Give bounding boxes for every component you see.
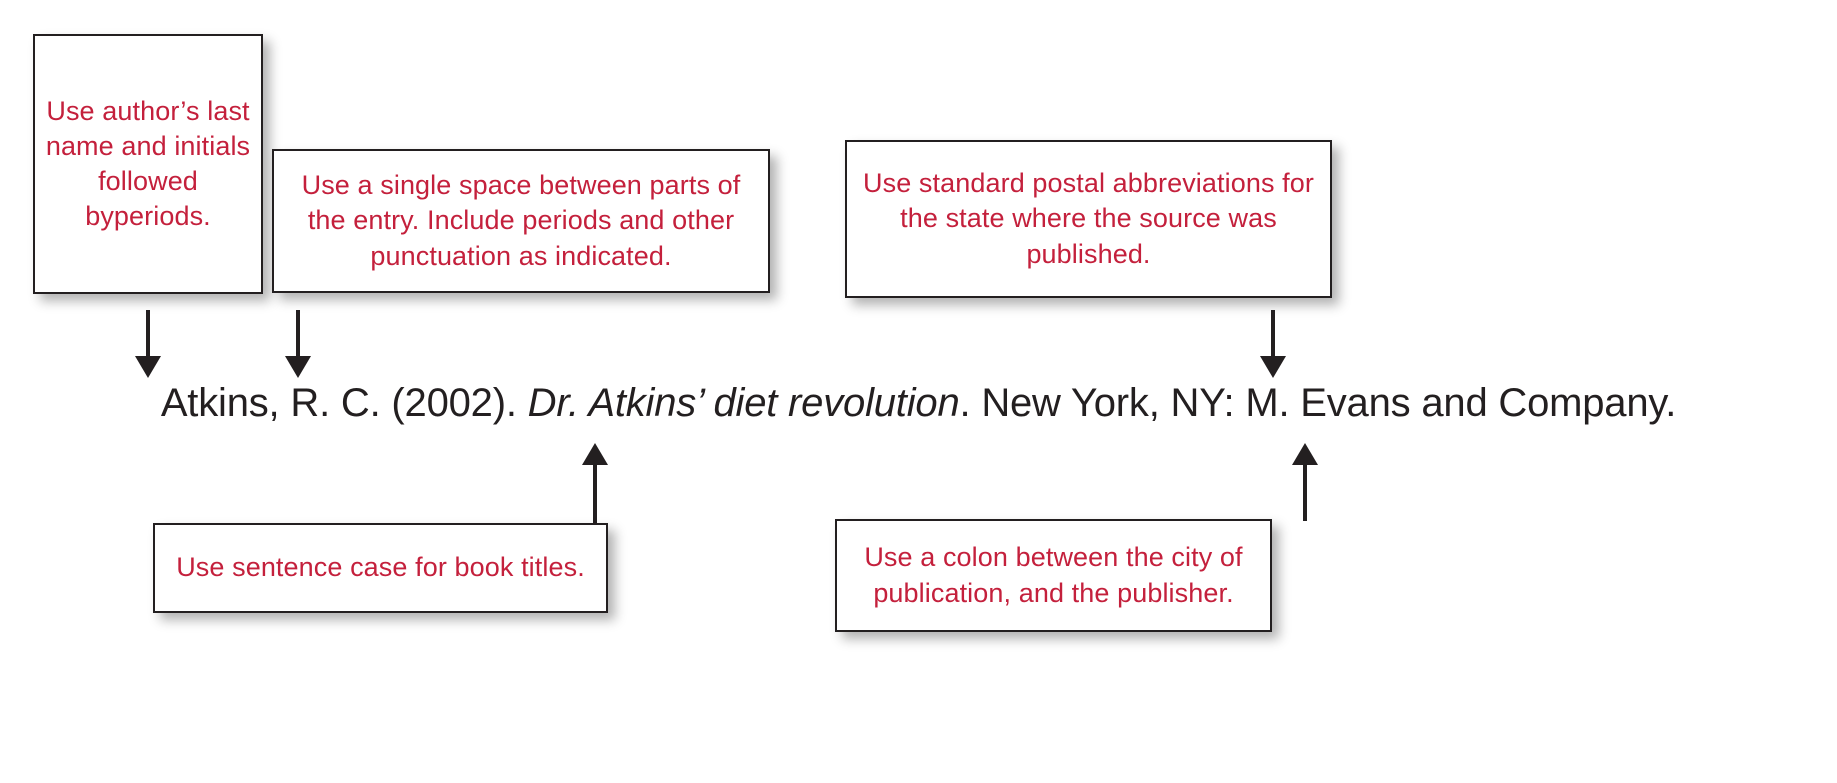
arrow-head: [135, 356, 161, 378]
arrow-up-icon-colon: [1292, 443, 1318, 521]
callout-colon-text: Use a colon between the city of publicat…: [864, 542, 1243, 608]
arrow-shaft: [1303, 465, 1307, 521]
callout-spacing-text: Use a single space between parts of the …: [301, 170, 741, 271]
arrow-shaft: [1271, 310, 1275, 356]
callout-sentence-text: Use sentence case for book titles.: [176, 552, 585, 583]
arrow-shaft: [296, 310, 300, 356]
arrow-head: [582, 443, 608, 465]
arrow-head: [1292, 443, 1318, 465]
arrow-head: [285, 356, 311, 378]
callout-author-rule: Use author’s last name and initials foll…: [33, 34, 263, 294]
arrow-down-icon-spacing: [285, 310, 311, 378]
arrow-down-icon-postal: [1260, 310, 1286, 378]
callout-spacing-rule: Use a single space between parts of the …: [272, 149, 770, 293]
callout-postal-rule: Use standard postal abbreviations for th…: [845, 140, 1332, 298]
citation-book-title: Dr. Atkins’ diet revolution: [527, 381, 960, 425]
arrow-head: [1260, 356, 1286, 378]
callout-author-text: Use author’s last name and initials foll…: [45, 95, 251, 232]
callout-sentence-case-rule: Use sentence case for book titles.: [153, 523, 608, 613]
citation-publication-info: . New York, NY: M. Evans and Company.: [959, 381, 1677, 425]
callout-colon-rule: Use a colon between the city of publicat…: [835, 519, 1272, 632]
arrow-up-icon-sentence: [582, 443, 608, 523]
arrow-shaft: [146, 310, 150, 356]
arrow-down-icon-author: [135, 310, 161, 378]
arrow-shaft: [593, 465, 597, 523]
reference-citation-line: Atkins, R. C. (2002). Dr. Atkins’ diet r…: [0, 381, 1837, 426]
citation-author-year: Atkins, R. C. (2002).: [160, 381, 528, 425]
callout-postal-text: Use standard postal abbreviations for th…: [863, 168, 1314, 269]
